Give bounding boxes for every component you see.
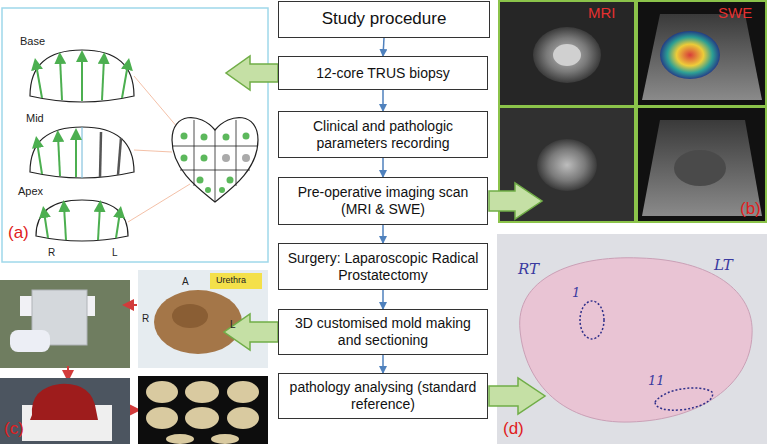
box-text: Pre-operative imaging scan (MRI & SWE) [287, 184, 479, 218]
zone-label: Mid [26, 113, 44, 124]
process-box: 12-core TRUS biopsy [278, 56, 488, 90]
pathology-slide [497, 234, 767, 444]
zone-label: Base [20, 36, 45, 47]
process-box: Clinical and pathologic parameters recor… [278, 111, 488, 158]
side-label: R [142, 314, 149, 324]
flow-arrow [382, 355, 384, 373]
side-label: L [230, 320, 236, 330]
side-label: L [112, 248, 118, 258]
zone-label: Apex [18, 186, 43, 197]
panel-label: (c) [4, 420, 24, 437]
side-label: R [48, 248, 55, 258]
flow-arrow [382, 90, 384, 111]
heading-box: Study procedure [278, 1, 490, 38]
specimen-photos [0, 270, 268, 444]
flow-arrow [382, 225, 384, 243]
tumor-number: 11 [648, 374, 665, 387]
side-label: A [182, 277, 189, 287]
process-box: Surgery: Laparoscopic Radical Prostatect… [278, 243, 488, 290]
panel-label: (b) [740, 200, 761, 217]
process-box: pathology analysing (standard reference) [278, 373, 488, 419]
panel-label: (a) [8, 224, 29, 241]
box-text: Study procedure [322, 9, 447, 29]
flow-arrow [383, 38, 384, 56]
callout-arrow [224, 56, 545, 414]
box-text: 3D customised mold making and sectioning [287, 315, 479, 349]
handwritten-label: LT [714, 258, 733, 273]
box-text: 12-core TRUS biopsy [316, 65, 450, 82]
image-label: MRI [588, 5, 616, 20]
flow-arrow [382, 290, 384, 309]
imaging-panel [498, 0, 767, 224]
panel-label: (d) [503, 420, 524, 437]
process-box: Pre-operative imaging scan (MRI & SWE) [278, 177, 488, 225]
tumor-number: 1 [572, 286, 580, 299]
flow-arrow [382, 158, 384, 177]
box-text: Surgery: Laparoscopic Radical Prostatect… [287, 250, 479, 284]
box-text: Clinical and pathologic parameters recor… [287, 118, 479, 152]
biopsy-scheme [2, 8, 268, 262]
image-label: SWE [718, 5, 752, 20]
process-box: 3D customised mold making and sectioning [278, 309, 488, 355]
box-text: pathology analysing (standard reference) [287, 379, 479, 413]
handwritten-label: RT [518, 262, 539, 277]
tag-label: Urethra [216, 276, 246, 285]
